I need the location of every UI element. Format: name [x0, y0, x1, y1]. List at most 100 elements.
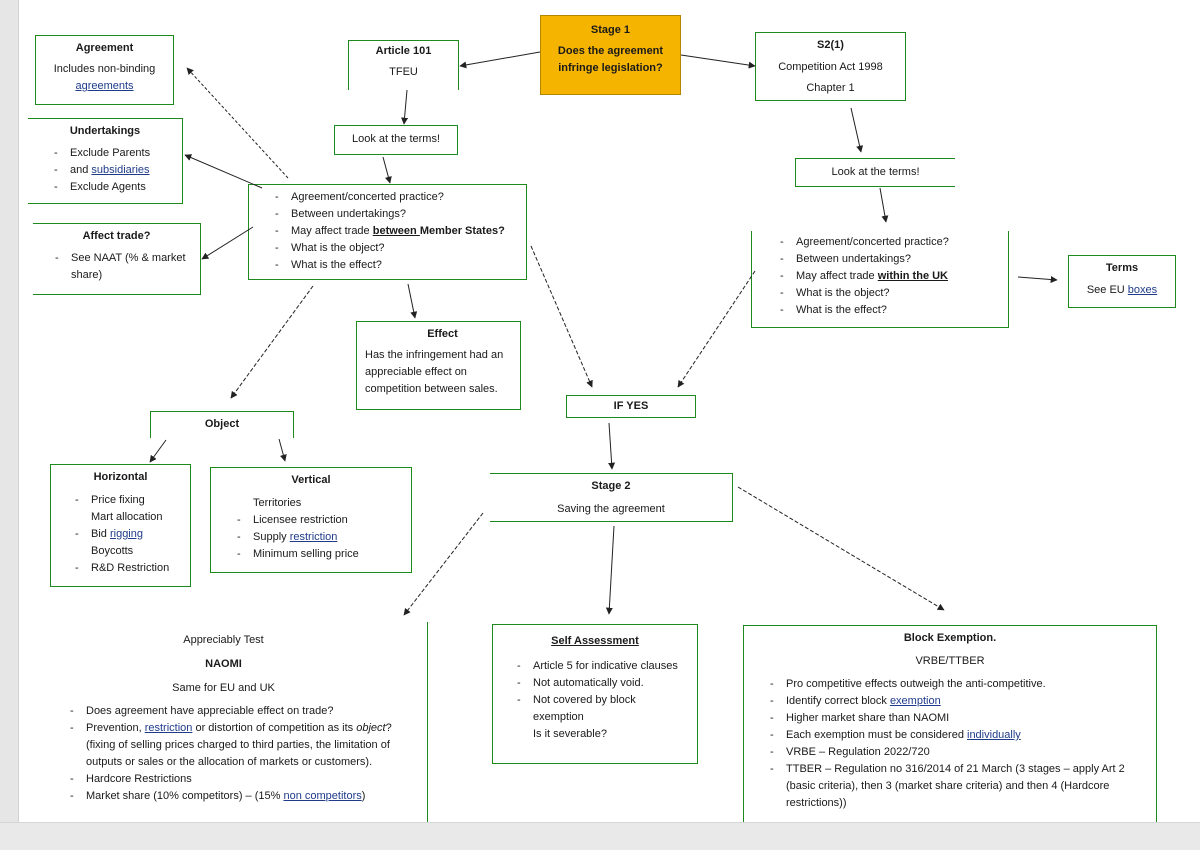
object-box: Object [150, 411, 294, 438]
arrow-eu-to-affect-trade [201, 226, 254, 260]
arrow-object-to-vertical [278, 438, 287, 462]
look-terms-left-label: Look at the terms! [351, 133, 441, 145]
terms-line: See EU boxes [1086, 284, 1158, 296]
arrow-stage2-to-self-assessment [605, 525, 615, 615]
stage1-title: Stage 1 [590, 24, 631, 36]
appreciably-box: Appreciably Test NAOMI Same for EU and U… [60, 622, 428, 822]
bottom-status-bar [0, 822, 1200, 850]
arrow-eu-to-effect [407, 283, 418, 319]
horizontal-title: Horizontal [93, 471, 148, 483]
block-item-each: Each exemption must be considered indivi… [764, 727, 1156, 744]
stage1-line1: Does the agreement [557, 45, 664, 57]
undertakings-box: Undertakings Exclude Parents and subsidi… [28, 118, 183, 204]
object-title: Object [204, 418, 240, 430]
if-yes-box: IF YES [566, 395, 696, 418]
arrow-terms-to-eu-list [382, 156, 392, 184]
article101-box: Article 101 TFEU [348, 40, 459, 90]
appreciably-sub: Same for EU and UK [172, 682, 275, 694]
vertical-item-supply: Supply restriction [231, 529, 411, 546]
uk-terms-item-object: What is the object? [774, 285, 1008, 302]
block-item-pro: Pro competitive effects outweigh the ant… [764, 676, 1156, 693]
effect-box: Effect Has the infringement had an appre… [356, 321, 521, 410]
arrow-eu-to-agreement [186, 67, 289, 179]
undertakings-item-parents: Exclude Parents [48, 145, 182, 162]
effect-line2: appreciable effect on [365, 366, 467, 378]
arrow-if-yes-to-stage2 [608, 422, 616, 470]
arrow-eu-to-if-yes [530, 245, 593, 388]
vertical-title: Vertical [291, 474, 331, 486]
eu-terms-item-object: What is the object? [269, 240, 526, 257]
uk-terms-box: Agreement/concerted practice? Between un… [751, 231, 1009, 328]
effect-line3: competition between sales. [365, 383, 498, 395]
stage2-title: Stage 2 [591, 480, 631, 492]
left-margin-bar [0, 0, 19, 849]
stage1-line2: infringe legislation? [558, 62, 663, 74]
block-exemption-title: Block Exemption. [903, 632, 997, 644]
arrow-terms-to-uk-list [879, 187, 889, 223]
undertakings-title: Undertakings [69, 125, 141, 137]
stage1-box: Stage 1 Does the agreement infringe legi… [540, 15, 681, 95]
vertical-item-min-price: Minimum selling price [231, 546, 411, 563]
eu-terms-item-agreement: Agreement/concerted practice? [269, 189, 526, 206]
look-terms-right-label: Look at the terms! [831, 166, 920, 178]
block-item-vrbe: VRBE – Regulation 2022/720 [764, 744, 1156, 761]
undertakings-item-agents: Exclude Agents [48, 179, 182, 196]
arrow-stage1-to-article101 [459, 51, 541, 69]
vertical-item-territories: Territories [253, 497, 302, 509]
uk-terms-item-trade: May affect trade within the UK [774, 268, 1008, 285]
block-exemption-box: Block Exemption. VRBE/TTBER Pro competit… [743, 625, 1157, 822]
eu-terms-item-effect: What is the effect? [269, 257, 526, 274]
stage2-box: Stage 2 Saving the agreement [490, 473, 733, 522]
appreciably-item-effect: Does agreement have appreciable effect o… [64, 703, 427, 720]
terms-box: Terms See EU boxes [1068, 255, 1176, 308]
s21-title: S2(1) [817, 39, 844, 51]
arrow-stage2-to-appreciably [403, 512, 484, 616]
arrow-stage2-to-block-exemption [737, 486, 945, 611]
agreement-line2: agreements [75, 80, 134, 92]
appreciably-heading: Appreciably Test [183, 634, 264, 646]
undertakings-item-subsidiaries: and subsidiaries [48, 162, 182, 179]
self-assessment-title: Self Assessment [551, 635, 639, 647]
agreement-title: Agreement [75, 42, 134, 54]
arrow-object-to-horizontal [149, 439, 167, 463]
block-item-ttber: TTBER – Regulation no 316/2014 of 21 Mar… [764, 761, 1156, 812]
appreciably-item-prevention: Prevention, restriction or distortion of… [64, 720, 427, 771]
vertical-box: Vertical Territories Licensee restrictio… [210, 467, 412, 573]
s21-line2: Chapter 1 [806, 82, 855, 94]
arrow-article101-to-terms [401, 89, 409, 125]
look-terms-right-box: Look at the terms! [795, 158, 955, 187]
block-item-identify: Identify correct block exemption [764, 693, 1156, 710]
affect-trade-title: Affect trade? [82, 230, 151, 242]
arrow-uk-to-if-yes [677, 270, 756, 388]
if-yes-label: IF YES [613, 400, 649, 412]
effect-line1: Has the infringement had an [365, 349, 504, 361]
eu-terms-item-undertakings: Between undertakings? [269, 206, 526, 223]
s21-line1: Competition Act 1998 [778, 61, 883, 73]
look-terms-left-box: Look at the terms! [334, 125, 458, 155]
appreciably-naomi: NAOMI [205, 658, 242, 670]
effect-title: Effect [427, 328, 458, 340]
self-assessment-item-void: Not automatically void. [511, 675, 697, 692]
horizontal-item-rd: R&D Restriction [69, 560, 190, 577]
block-item-market-share: Higher market share than NAOMI [764, 710, 1156, 727]
stage2-sub: Saving the agreement [557, 503, 665, 515]
vertical-item-licensee: Licensee restriction [231, 512, 411, 529]
eu-terms-item-trade: May affect trade between Member States? [269, 223, 526, 240]
block-exemption-sub: VRBE/TTBER [915, 655, 985, 667]
uk-terms-item-effect: What is the effect? [774, 302, 1008, 319]
uk-terms-item-undertakings: Between undertakings? [774, 251, 1008, 268]
s21-box: S2(1) Competition Act 1998 Chapter 1 [755, 32, 906, 101]
agreement-box: Agreement Includes non-binding agreement… [35, 35, 174, 105]
self-assessment-item-article5: Article 5 for indicative clauses [511, 658, 697, 675]
agreement-line1: Includes non-binding [53, 63, 156, 75]
appreciably-item-hardcore: Hardcore Restrictions [64, 771, 427, 788]
eu-terms-box: Agreement/concerted practice? Between un… [248, 184, 527, 280]
self-assessment-box: Self Assessment Article 5 for indicative… [492, 624, 698, 764]
arrow-eu-to-object [230, 285, 314, 399]
